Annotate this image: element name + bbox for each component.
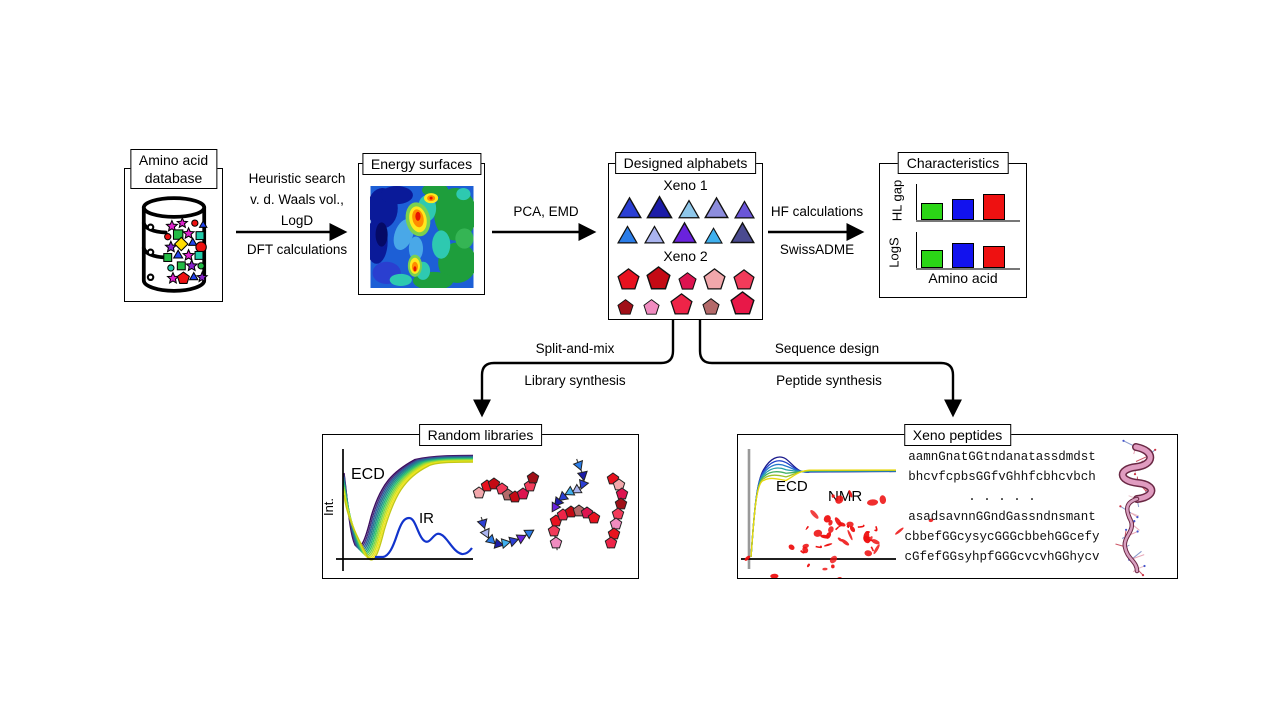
ecd-label: ECD: [351, 466, 385, 483]
xeno2-pentagon: [677, 272, 697, 290]
arrow1-label-line1: Heuristic search: [248, 171, 346, 186]
xeno1-triangle: [646, 195, 673, 219]
peptide-3d-structure: [1118, 443, 1156, 574]
xeno1-triangle: [672, 221, 697, 244]
x-axis: [916, 220, 1020, 222]
xeno1-triangle: [616, 196, 642, 219]
characteristics-title: Characteristics: [897, 152, 1009, 175]
random-library-bead-chains: [472, 458, 629, 551]
xeno1-label: Xeno 1: [663, 177, 708, 193]
bead-chain: [476, 516, 535, 550]
xeno1-alphabet-grid: [616, 195, 755, 244]
bar: [983, 246, 1005, 268]
designed-alphabets-node: Designed alphabets Xeno 1 Xeno 2: [608, 152, 763, 320]
arrow-to-random-libraries: [473, 319, 675, 418]
arrow1-label-line3: LogD: [280, 213, 314, 228]
xeno-peptides-graphics: ECD NMR: [741, 439, 1157, 578]
xeno1-triangle: [733, 200, 755, 219]
bead-chain: [551, 458, 590, 513]
bar: [952, 243, 974, 268]
amino-acid-axis-label: Amino acid: [928, 270, 998, 286]
sequence-line: cbbefGGcysycGGGcbbehGGcefy: [904, 530, 1100, 544]
xeno2-pentagon: [703, 268, 726, 290]
sequence-line: bhcvfcpbsGGfvGhhfcbhcvbch: [908, 470, 1096, 484]
arrow-to-xeno-peptides: [698, 319, 962, 418]
random-libraries-title: Random libraries: [418, 424, 543, 447]
xeno2-pentagon: [669, 293, 693, 315]
amino-acid-database-title: Amino acid database: [129, 149, 218, 190]
arrow3-label-top: HF calculations: [770, 204, 864, 219]
xeno2-alphabet-grid: [616, 266, 755, 315]
arrow1-label-bottom: DFT calculations: [246, 242, 348, 257]
bar: [952, 199, 974, 220]
bead-chain: [472, 471, 540, 503]
arrow3-label-bottom: SwissADME: [779, 242, 855, 257]
ir-label: IR: [419, 510, 434, 527]
bead-chain: [604, 472, 629, 549]
arrow2-label: PCA, EMD: [513, 204, 579, 219]
arrow1-label-line2: v. d. Waals vol.,: [250, 192, 344, 207]
xeno2-pentagon: [702, 298, 720, 315]
database-icon: [141, 196, 208, 293]
x-axis: [916, 268, 1020, 270]
xeno2-pentagon: [616, 299, 634, 315]
bar: [921, 203, 943, 220]
sequence-ellipsis: . . . . .: [968, 490, 1036, 504]
xeno2-label: Xeno 2: [663, 248, 708, 264]
sequence-line: asadsavnnGGndGassndnsmant: [908, 510, 1096, 524]
alphabet-shape-row: [616, 220, 755, 244]
amino-acid-database-node: Amino acid database: [124, 149, 223, 302]
energy-surfaces-node: Energy surfaces: [358, 153, 485, 295]
bar: [921, 250, 943, 268]
library-synthesis-label: Library synthesis: [524, 373, 626, 388]
sequence-line: cGfefGGsyhpfGGGcvcvhGGhycv: [904, 550, 1100, 564]
xeno2-pentagon: [729, 291, 755, 315]
peptide-sequences: aamnGnatGGtndanatassdmdst bhcvfcpbsGGfvG…: [898, 447, 1106, 567]
xeno1-triangle: [729, 221, 755, 244]
xeno1-triangle: [703, 227, 723, 244]
energy-surfaces-title: Energy surfaces: [361, 153, 482, 176]
random-libraries-graphics: ECD Int. IR: [323, 449, 629, 571]
sequence-design-label: Sequence design: [774, 341, 880, 356]
sequence-line: aamnGnatGGtndanatassdmdst: [908, 450, 1096, 464]
ir-spectrum-curve: [375, 516, 473, 559]
ecd-spectra-curves: [343, 454, 474, 561]
bead-chain: [547, 504, 601, 551]
bar: [983, 194, 1005, 220]
intensity-axis-label: Int.: [323, 498, 336, 516]
alphabet-shape-row: [616, 266, 755, 290]
logs-bars: [921, 237, 1005, 268]
energy-surface-plot: [369, 186, 474, 288]
xeno1-triangle: [677, 199, 700, 219]
ecd-label: ECD: [776, 478, 808, 495]
amino-acid-shapes: [162, 216, 208, 284]
hl-gap-bars: [921, 189, 1005, 220]
xeno2-pentagon: [616, 268, 640, 290]
xeno2-pentagon: [646, 266, 671, 290]
designed-alphabets-title: Designed alphabets: [614, 152, 757, 175]
nmr-spectrum-blobs: [744, 490, 934, 578]
peptide-synthesis-label: Peptide synthesis: [776, 373, 882, 388]
xeno2-pentagon: [643, 299, 660, 315]
xeno-peptides-title: Xeno peptides: [903, 424, 1012, 447]
alphabet-shape-row: [616, 195, 755, 219]
xeno-peptides-node: Xeno peptides ECD NMR aamnGnatGGtndanata…: [737, 424, 1178, 579]
xeno1-triangle: [616, 225, 638, 244]
xeno1-triangle: [644, 225, 666, 244]
alphabet-shape-row: [616, 291, 755, 315]
xeno1-triangle: [704, 196, 729, 219]
ecd-spectra-curves: [750, 456, 897, 558]
hl-gap-chart: [880, 164, 1026, 222]
y-axis: [916, 184, 917, 220]
characteristics-node: Characteristics HL gap LogS Amino acid: [879, 152, 1027, 298]
random-libraries-node: Random libraries ECD Int. IR: [322, 424, 639, 579]
logs-chart: [880, 212, 1026, 270]
xeno2-pentagon: [732, 269, 755, 290]
split-and-mix-label: Split-and-mix: [535, 341, 615, 356]
y-axis: [916, 232, 917, 268]
